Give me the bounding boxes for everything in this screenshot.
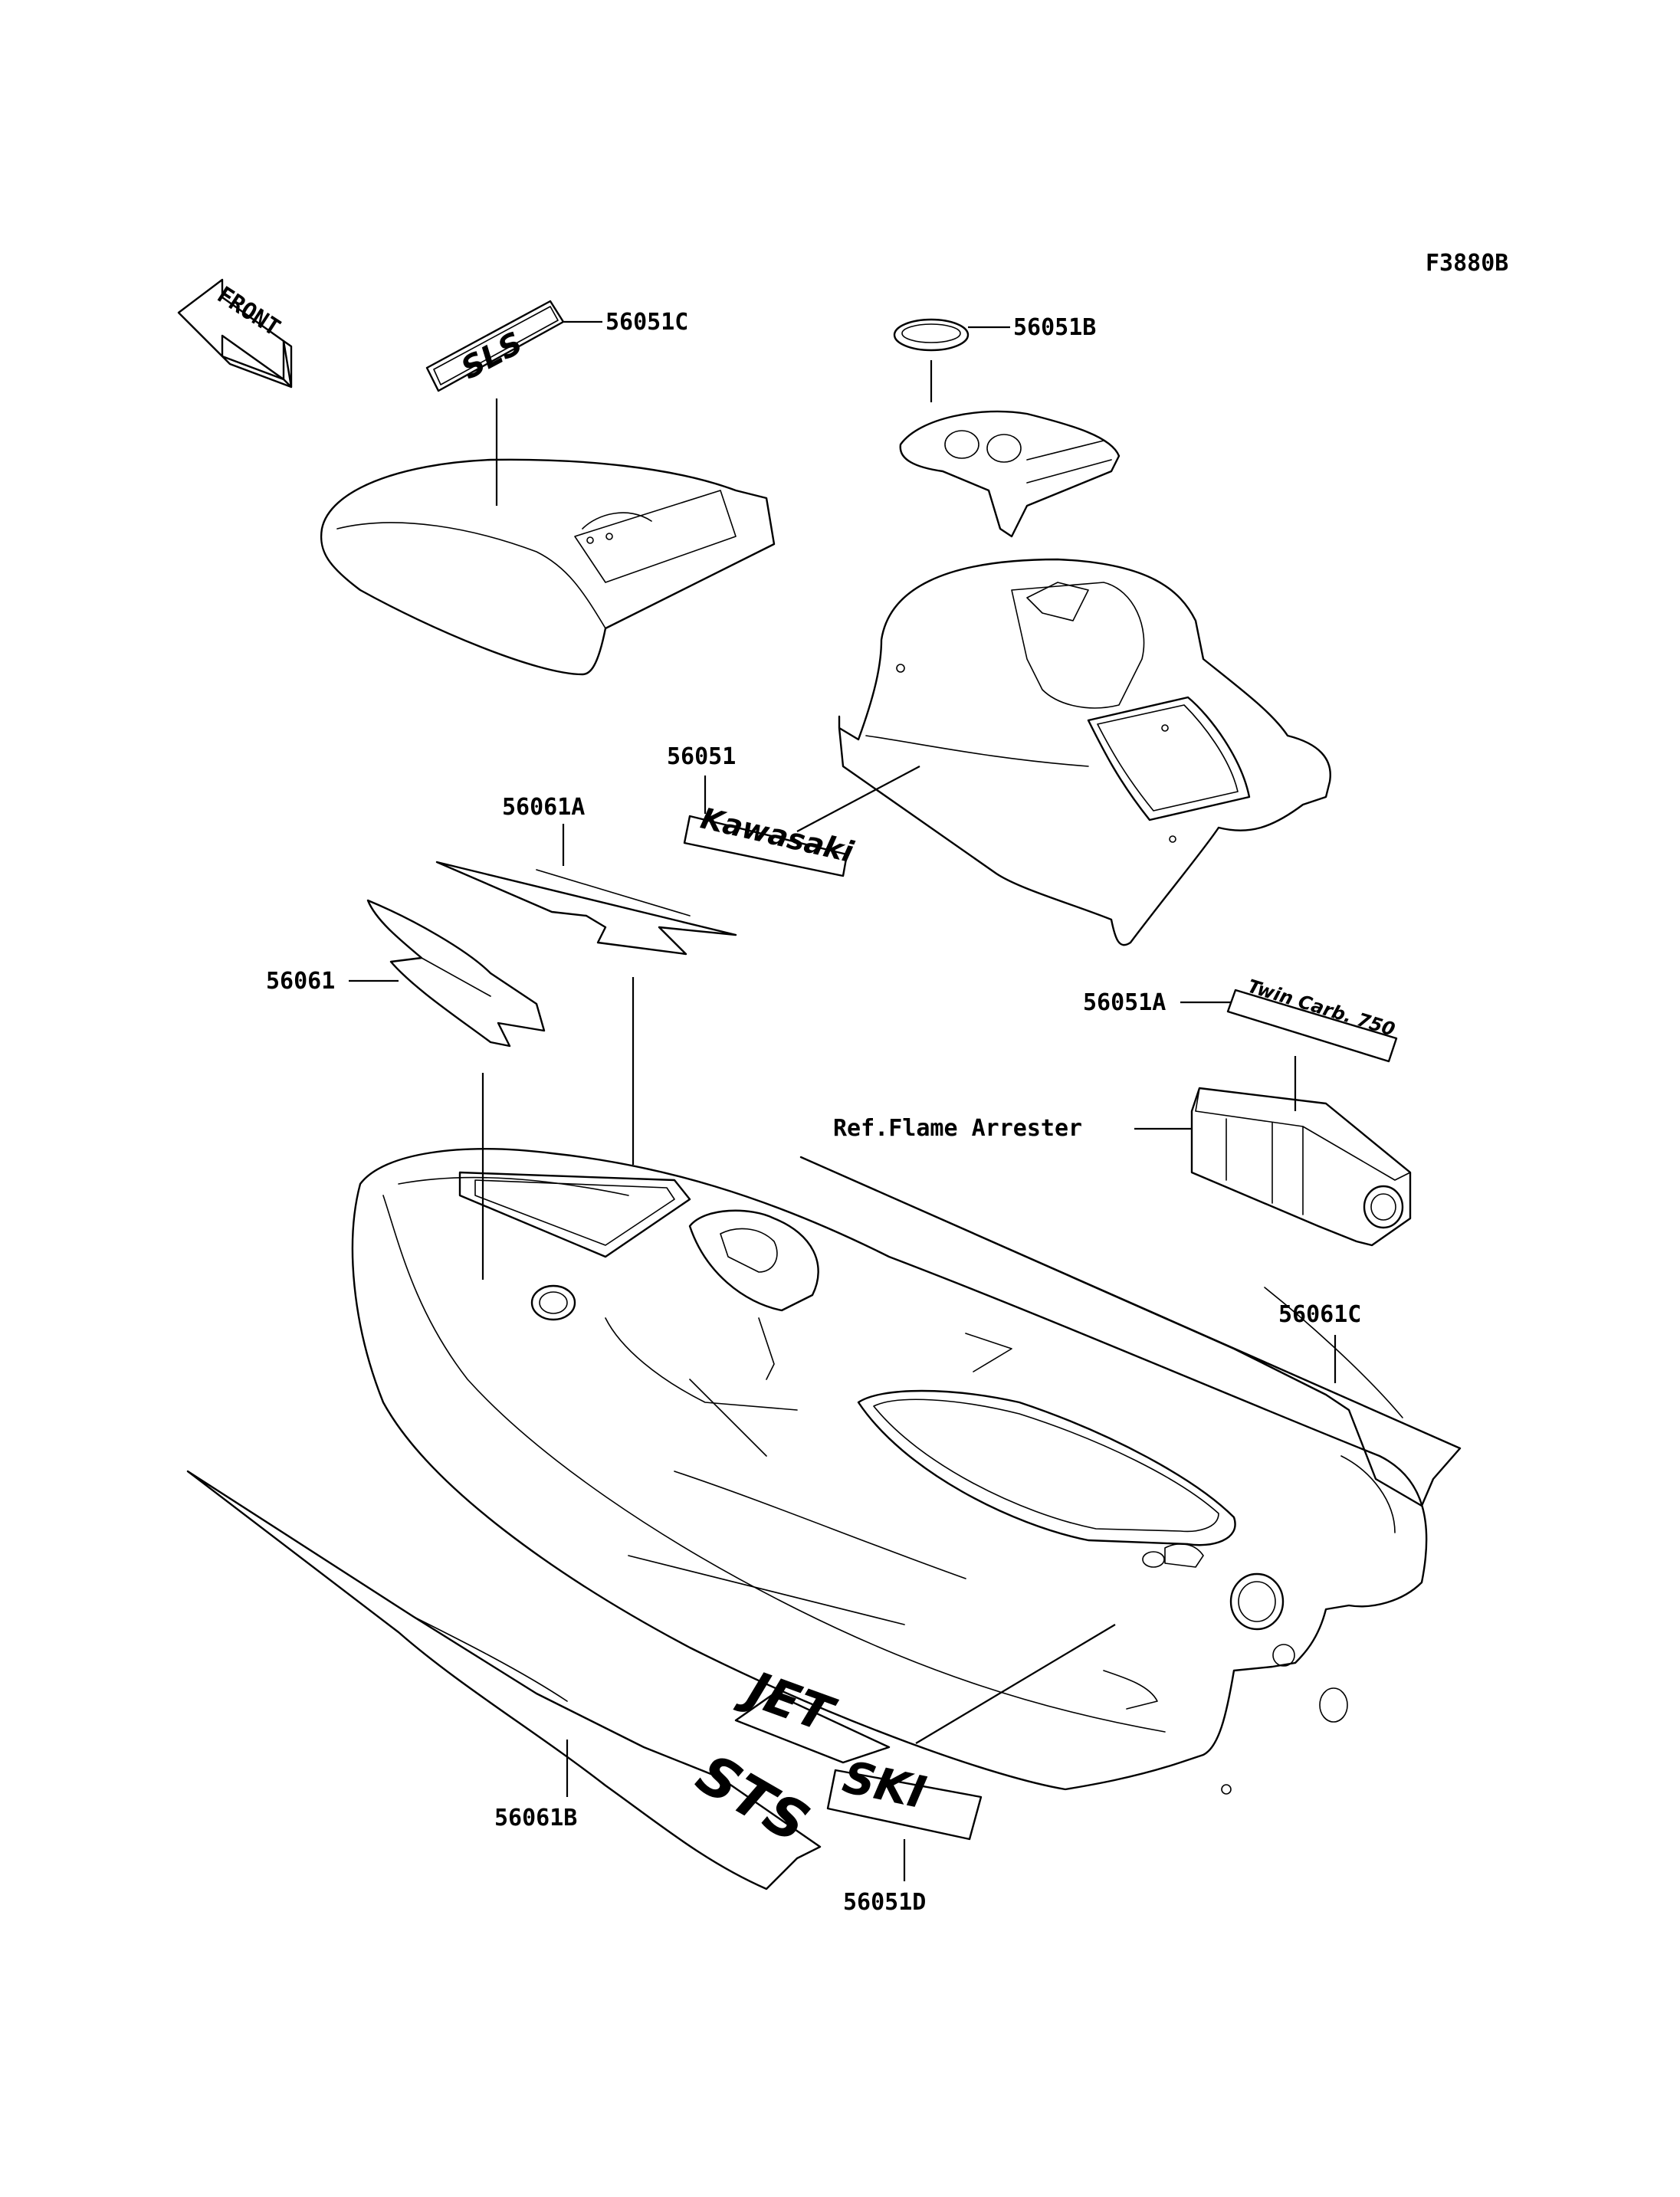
part-label-56051: 56051 — [667, 743, 736, 770]
part-label-56051a: 56051A — [1083, 989, 1166, 1016]
flame-arrester-part — [1190, 1087, 1412, 1247]
stripe-56061c — [799, 1156, 1462, 1507]
decal-56051d-jet-ski: JET SKI — [732, 1658, 983, 1841]
stripe-56061a — [435, 861, 737, 956]
part-label-56061: 56061 — [266, 968, 335, 995]
front-arrow-icon: FRONT — [177, 278, 293, 389]
part-label-56061a: 56061A — [502, 794, 585, 821]
leader-hull-56051d — [915, 1624, 1116, 1744]
part-label-56051b: 56051B — [1013, 314, 1096, 341]
decal-56051b — [893, 318, 970, 352]
reference-flame-arrester: Ref.Flame Arrester — [833, 1115, 1082, 1142]
part-label-56061b: 56061B — [494, 1805, 577, 1831]
stripe-56061b: STS — [186, 1470, 822, 1890]
part-label-56051d: 56051D — [843, 1889, 926, 1916]
part-label-56051c: 56051C — [605, 309, 688, 336]
stripe-56061 — [366, 899, 546, 1048]
gauge-housing-part — [899, 410, 1121, 538]
part-label-56061c: 56061C — [1278, 1301, 1361, 1328]
decal-56051a-twin-carb: Twin Carb. 750 — [1226, 976, 1397, 1063]
hood-part — [838, 558, 1331, 946]
seat-cover-part — [320, 458, 776, 676]
figure-code: F3880B — [1426, 250, 1508, 277]
decal-56051c: SLS — [425, 300, 565, 392]
leader-56051-hood — [796, 766, 920, 832]
hull-part — [351, 1148, 1428, 1795]
